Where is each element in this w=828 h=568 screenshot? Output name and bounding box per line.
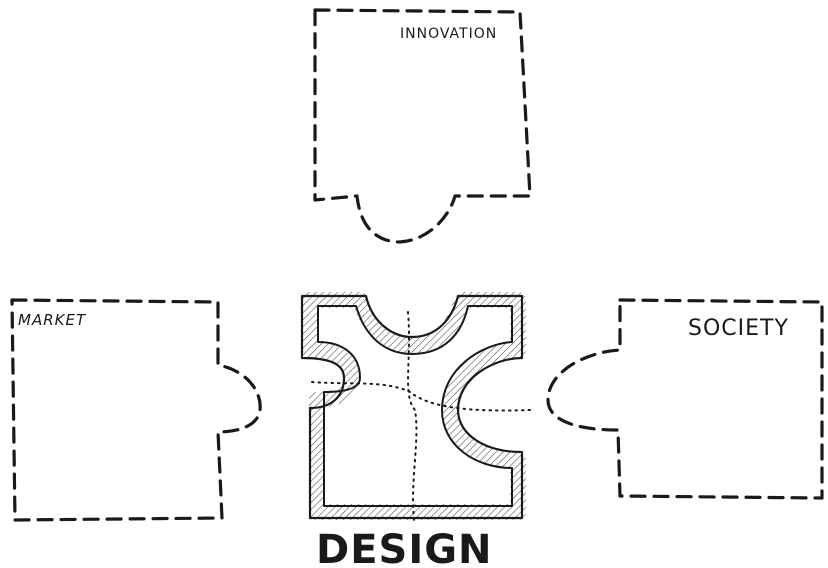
society-label: SOCIETY	[688, 316, 789, 341]
design-outer-outline	[302, 296, 522, 518]
innovation-label: INNOVATION	[400, 26, 497, 42]
innovation-outline	[315, 10, 530, 242]
market-piece: MARKET	[12, 300, 260, 520]
design-piece: DESIGN	[302, 296, 530, 568]
society-piece: SOCIETY	[548, 300, 822, 498]
market-outline	[12, 300, 260, 520]
innovation-piece: INNOVATION	[315, 10, 530, 242]
market-label: MARKET	[18, 311, 87, 329]
design-label: DESIGN	[316, 527, 493, 568]
